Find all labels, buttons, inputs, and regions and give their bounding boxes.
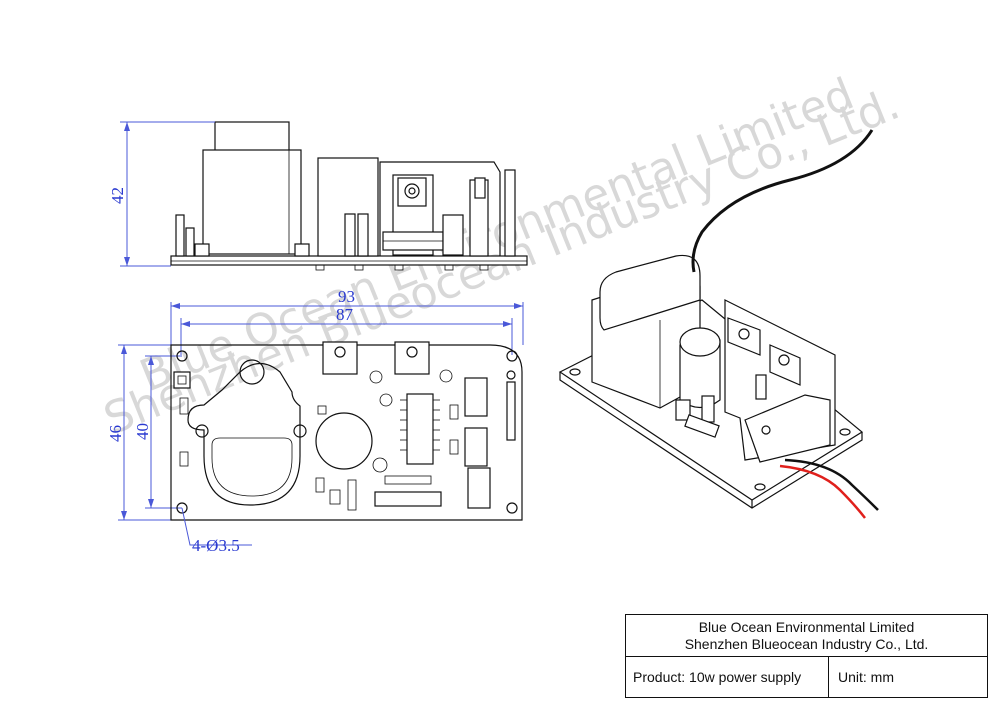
dim-overall-width: 93 [338,287,355,306]
mounting-hole [176,502,188,514]
company-line2: Shenzhen Blueocean Industry Co., Ltd. [684,636,929,652]
side-view-pcb [170,255,528,266]
dim-overall-height: 46 [106,425,125,442]
side-view: 42 [108,121,528,271]
dim-hole-spacing-width: 87 [336,305,354,324]
connector [173,371,191,389]
title-block-company: Blue Ocean Environmental Limited Shenzhe… [626,615,987,657]
mounting-hole [506,350,518,362]
dim-side-height: 42 [108,187,127,204]
title-block: Blue Ocean Environmental Limited Shenzhe… [625,614,988,698]
capacitor-footprint [315,412,373,470]
wire-black-top [691,129,874,273]
transformer-body [202,149,302,255]
isometric-view [558,129,879,519]
top-view: 93 87 46 40 [106,287,524,555]
company-line1: Blue Ocean Environmental Limited [698,619,915,635]
dim-mounting-holes: 4-Ø3.5 [192,536,240,555]
mounting-hole [176,350,188,362]
transformer-footprint [187,362,301,506]
title-block-unit: Unit: mm [838,669,894,685]
wire-red [779,464,866,519]
dim-hole-spacing-height: 40 [133,423,152,440]
transformer-core [214,121,290,153]
ic-chip [406,393,434,465]
wire-black [784,458,879,511]
mounting-hole [506,502,518,514]
title-block-product: Product: 10w power supply [626,657,829,697]
